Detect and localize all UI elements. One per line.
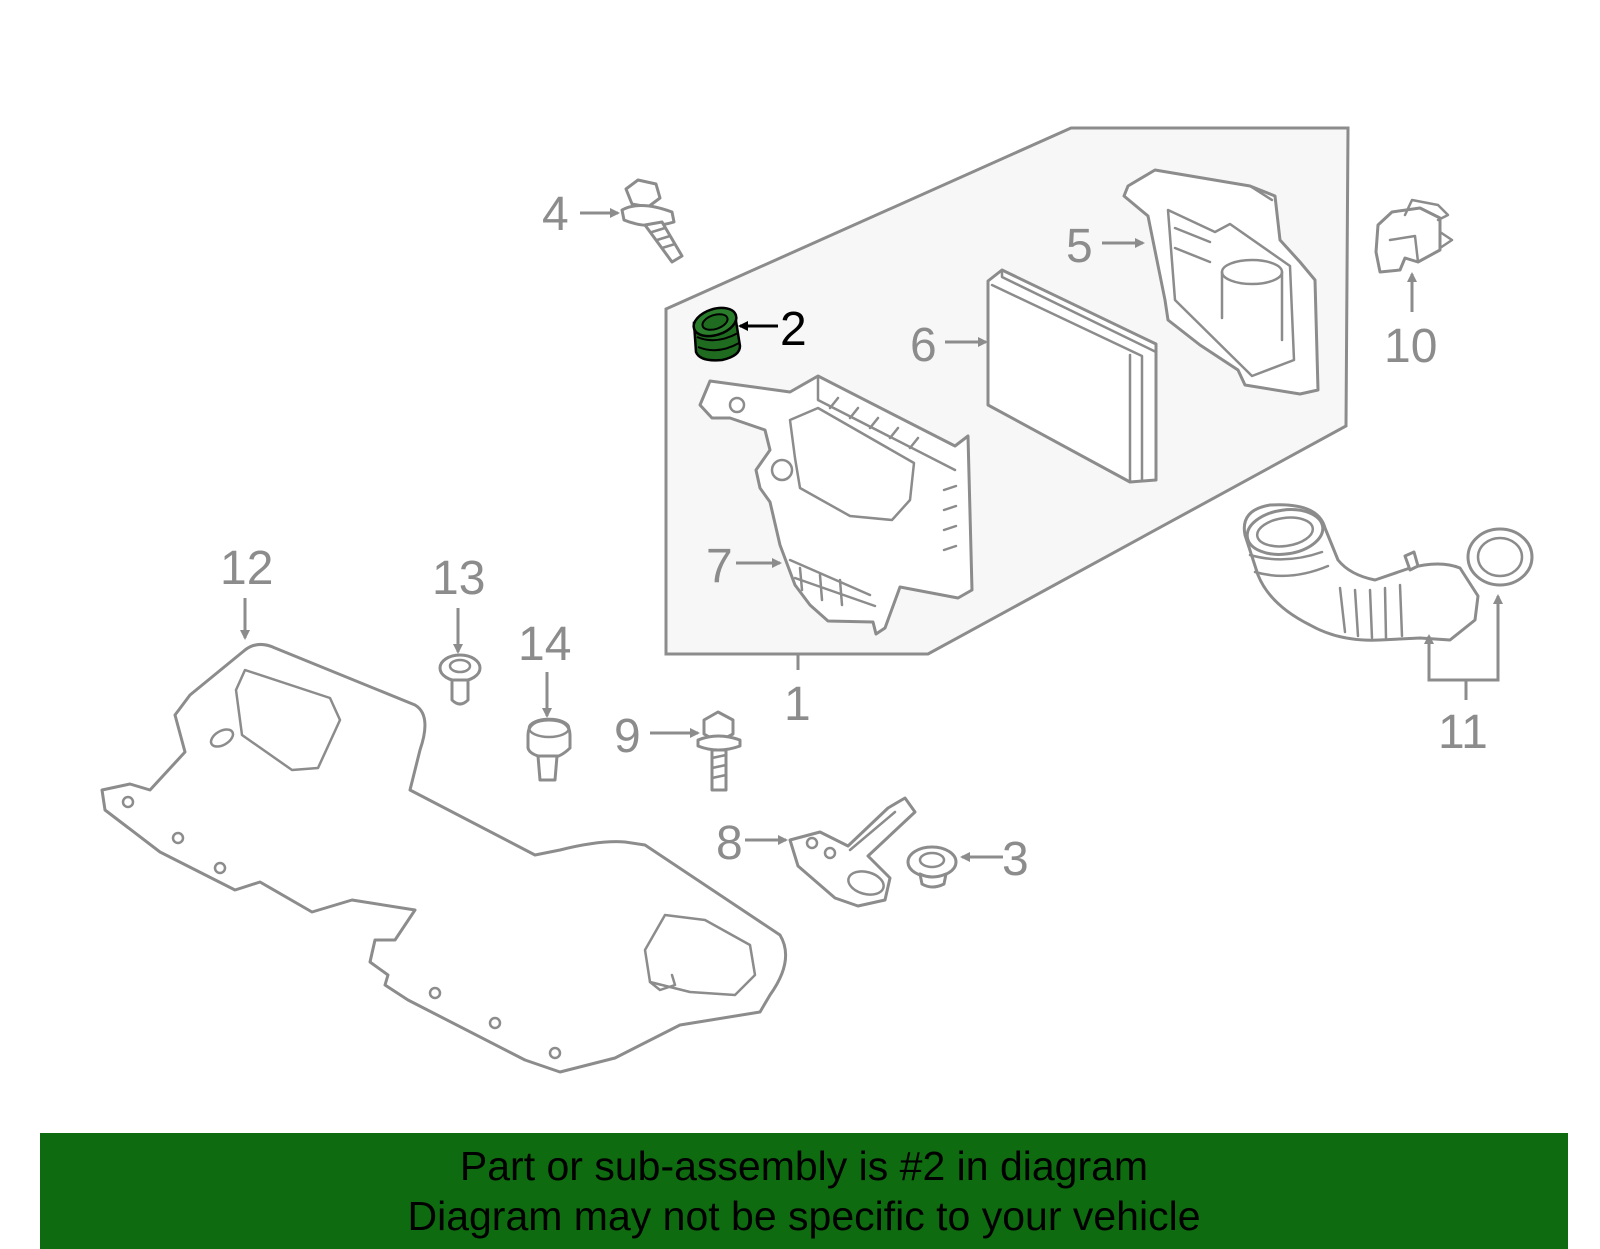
callout-7: 7 xyxy=(706,540,733,593)
grommet-part-2 xyxy=(692,306,742,362)
callout-1: 1 xyxy=(784,678,811,731)
callout-12: 12 xyxy=(220,542,273,595)
push-clip-part-13 xyxy=(438,653,482,706)
banner-disclaimer: Diagram may not be specific to your vehi… xyxy=(407,1193,1201,1239)
callout-11: 11 xyxy=(1438,706,1488,759)
air-filter-element xyxy=(986,268,1158,484)
air-cleaner-lower-housing xyxy=(698,374,974,636)
callout-13: 13 xyxy=(432,552,485,605)
bolt-part-9 xyxy=(696,710,742,792)
callout-2: 2 xyxy=(780,303,807,356)
callout-14: 14 xyxy=(518,618,571,671)
callout-3: 3 xyxy=(1002,833,1029,886)
intake-hose-part-11 xyxy=(1242,503,1534,642)
callout-4: 4 xyxy=(542,188,569,241)
under-cover-part-12 xyxy=(100,643,788,1074)
air-cleaner-upper-housing xyxy=(1122,168,1320,396)
parts-diagram: 1 2 3 4 5 6 7 8 9 10 11 12 13 14 xyxy=(100,126,1534,1074)
bracket-part-8 xyxy=(788,796,917,908)
banner-part-note: Part or sub-assembly is #2 in diagram xyxy=(459,1143,1149,1189)
grommet-part-3 xyxy=(906,845,958,889)
callout-9: 9 xyxy=(614,710,641,763)
callout-6: 6 xyxy=(910,319,937,372)
sensor-part-10 xyxy=(1374,198,1454,274)
info-banner: Part or sub-assembly is #2 in diagram Di… xyxy=(40,1133,1568,1249)
callout-8: 8 xyxy=(716,817,743,870)
callout-5: 5 xyxy=(1066,220,1093,273)
clip-part-14 xyxy=(526,717,572,782)
callout-10: 10 xyxy=(1384,320,1437,373)
bolt-part-4 xyxy=(620,178,684,264)
